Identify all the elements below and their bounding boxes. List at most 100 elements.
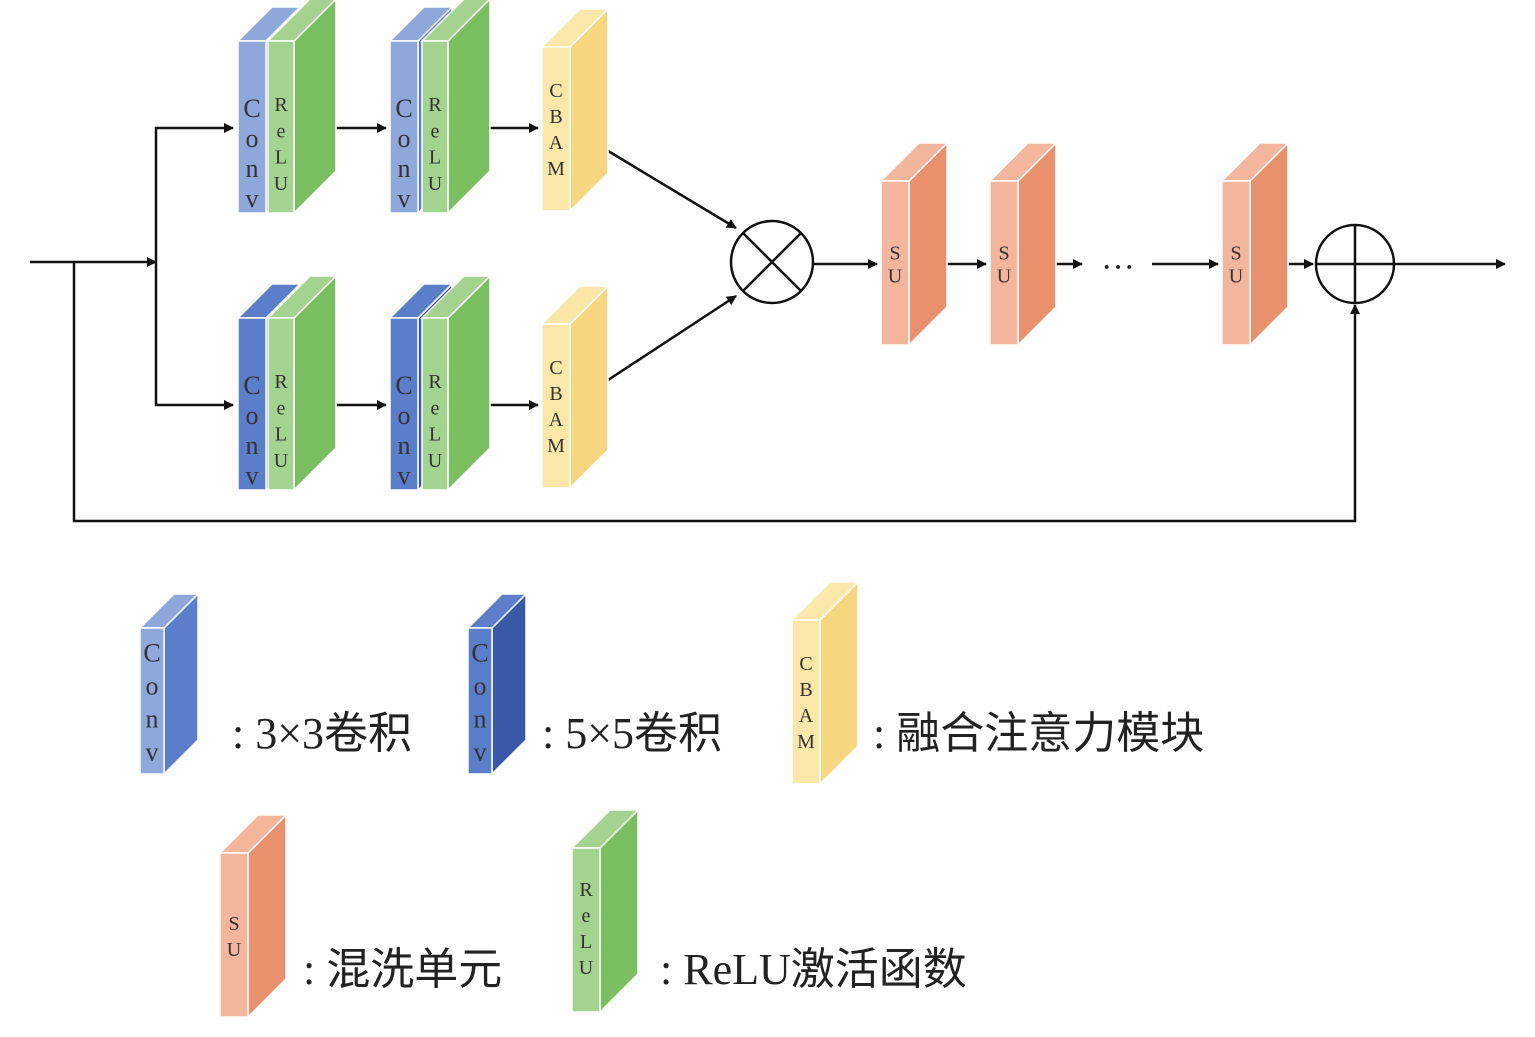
- conv5-block-bottom-2-label-char: C: [395, 371, 412, 400]
- relu-block-top-2-label-char: R: [428, 94, 442, 116]
- legend-conv5-label-char: n: [474, 705, 487, 734]
- su-block-2-label-char: S: [998, 243, 1009, 265]
- conv3-block-top-1-label-char: v: [246, 184, 259, 213]
- cbam-block-bottom-label-char: C: [549, 357, 562, 379]
- relu-block-top-1-label: ReLU: [274, 94, 289, 195]
- multiply-cross-b: [742, 232, 802, 292]
- branch-bottom-arrow: [154, 262, 234, 410]
- legend-cbam-label-char: B: [799, 679, 812, 701]
- legend-relu-label-char: R: [579, 879, 593, 901]
- su-block-1-label-char: U: [888, 266, 903, 288]
- legend-conv3-label-char: o: [146, 672, 159, 701]
- legend-su-swatch: [218, 813, 288, 1019]
- relu-block-bottom-2-label-char: R: [428, 371, 442, 393]
- relu-block-top-2-front: [421, 40, 449, 214]
- legend-conv3-swatch: [138, 592, 200, 776]
- branch-top-arrow: [154, 123, 234, 262]
- relu-block-bottom-2-front: [421, 317, 449, 491]
- legend-conv5-text: : 5×5卷积: [542, 709, 722, 758]
- legend-relu-swatch-front: [571, 847, 601, 1013]
- cbam-block-top: [540, 7, 610, 213]
- legend-conv3-text: : 3×3卷积: [232, 709, 412, 758]
- legend-cbam-label-char: C: [799, 653, 812, 675]
- relu-block-bottom-2-label-char: U: [428, 450, 443, 472]
- cbam-block-bottom-label-char: A: [549, 409, 564, 431]
- legend-cbam-label-char: A: [799, 705, 814, 727]
- blocks: ConvReLUConvReLUCBAMConvReLUConvReLUCBAM…: [236, 0, 1290, 492]
- relu-block-top-2-label-char: e: [431, 120, 440, 142]
- add-operator: [1314, 223, 1396, 305]
- su-block-2-label-char: U: [997, 266, 1012, 288]
- conv3-block-top-2-front: [389, 40, 419, 214]
- legend-su-text: : 混洗单元: [303, 945, 502, 994]
- cbam-block-top-label-char: A: [549, 132, 564, 154]
- conv5-block-bottom-1-front: [237, 317, 267, 491]
- legend-cbam-label-char: M: [797, 731, 815, 753]
- legend-su-swatch-front: [219, 852, 249, 1018]
- conv3-block-top-2-label-char: n: [398, 154, 411, 183]
- conv5-block-bottom-2-label-char: v: [398, 461, 411, 490]
- legend-relu-label-char: L: [580, 931, 592, 953]
- legend-conv5-swatch-front: [467, 627, 493, 775]
- cbam-block-bottom: [540, 284, 610, 490]
- legend-su-label: SU: [227, 913, 242, 961]
- relu-block-top-1-label-char: e: [277, 120, 286, 142]
- su-block-1-label-char: S: [889, 243, 900, 265]
- su-block-2: [988, 141, 1058, 347]
- relu-block-top-1-label-char: R: [274, 94, 288, 116]
- operators: [729, 219, 1396, 305]
- su-block-2-label: SU: [997, 243, 1012, 288]
- legend-conv5-label-char: o: [474, 672, 487, 701]
- cbam-block-top-label-char: M: [547, 158, 565, 180]
- conv5-block-bottom-1-label-char: o: [246, 401, 259, 430]
- legend-conv5-label-char: C: [471, 639, 488, 668]
- multiply-operator: [729, 219, 815, 305]
- legend-relu-label-char: e: [582, 905, 591, 927]
- cbam-block-top-front: [541, 46, 571, 212]
- relu-block-bottom-1-label-char: R: [274, 371, 288, 393]
- su-block-2-front: [989, 180, 1019, 346]
- legend-cbam-swatch-front: [791, 619, 821, 785]
- relu-block-bottom-2-label-char: L: [429, 424, 441, 446]
- conv5-block-bottom-1-label-char: C: [243, 371, 260, 400]
- conv5-block-bottom-2-label-char: n: [398, 431, 411, 460]
- relu-block-top-1: [266, 0, 337, 215]
- relu-block-top-2-label-char: U: [428, 173, 443, 195]
- relu-block-top-1-label-char: L: [275, 147, 287, 169]
- cbam-block-bottom-front: [541, 323, 571, 489]
- skip-connection: [72, 262, 1360, 523]
- legend-su-label-char: S: [228, 913, 239, 935]
- legend-conv3-label-char: n: [146, 705, 159, 734]
- conv5-block-bottom-1-label-char: v: [246, 461, 259, 490]
- legend-conv3-swatch-front: [139, 627, 165, 775]
- su-block-n-front: [1221, 180, 1251, 346]
- relu-block-bottom-1-label: ReLU: [274, 371, 289, 472]
- cbam-block-top-label-char: C: [549, 80, 562, 102]
- relu-block-bottom-1: [266, 274, 338, 492]
- legend-su-label-char: U: [227, 939, 242, 961]
- legend-relu-label-char: U: [579, 957, 594, 979]
- legend-conv5-swatch: [466, 592, 528, 776]
- relu-block-bottom-1-front: [267, 317, 295, 491]
- relu-block-bottom-1-label-char: e: [277, 397, 286, 419]
- su-block-n: [1220, 141, 1290, 347]
- relu-block-bottom-2-label: ReLU: [428, 371, 443, 472]
- su-block-n-label: SU: [1229, 243, 1244, 288]
- relu-block-top-2: [420, 0, 491, 215]
- ellipsis: ···: [1101, 249, 1135, 286]
- relu-block-top-1-front: [267, 40, 295, 214]
- legend-relu-swatch: [570, 808, 640, 1014]
- cbam-block-bottom-label-char: M: [547, 435, 565, 457]
- cbam-block-top-label-char: B: [549, 106, 562, 128]
